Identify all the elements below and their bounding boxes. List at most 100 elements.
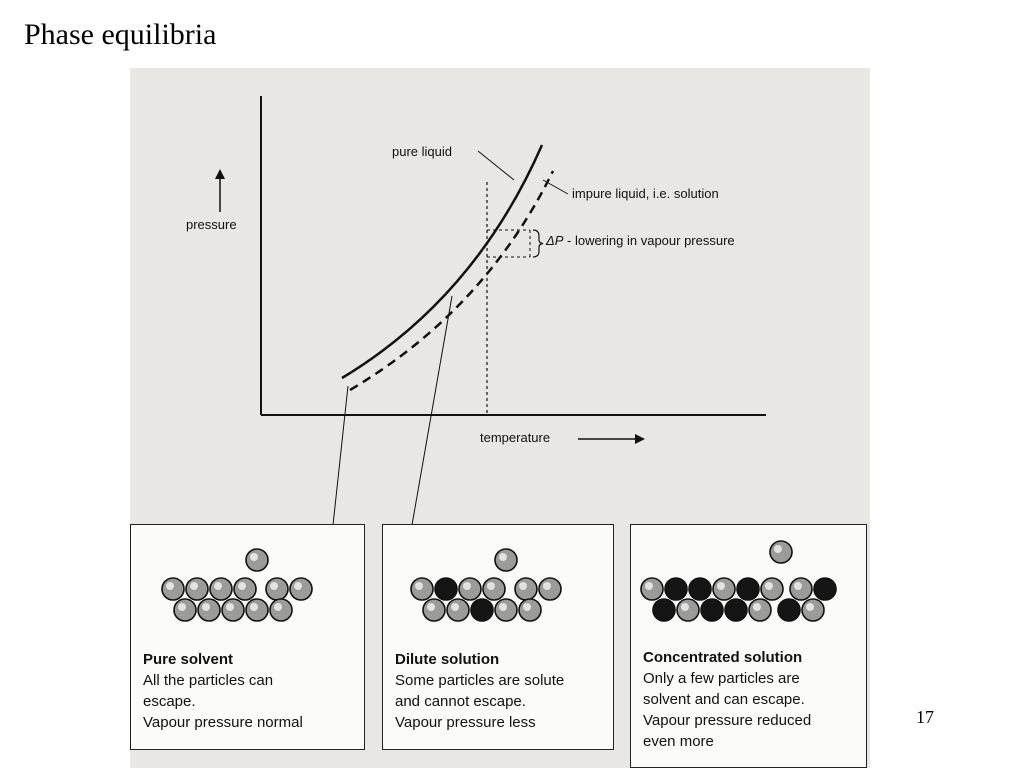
solvent-particle [221,598,245,622]
x-axis-label: temperature [480,430,551,445]
solute-particle [813,577,837,601]
particle-highlight [753,603,761,611]
solvent-particle [173,598,197,622]
solute-particle [700,598,724,622]
pressure-arrowhead [215,169,225,179]
solute-particle [664,577,688,601]
particle-highlight [806,603,814,611]
solvent-particle [289,577,313,601]
solvent-particle [197,598,221,622]
pure-liquid-curve [341,144,544,380]
solvent-particle [494,598,518,622]
graph-art [215,96,766,526]
particle-highlight [427,603,435,611]
solute-particle [470,598,494,622]
solvent-particle [458,577,482,601]
particle-highlight [499,553,507,561]
y-axis-label: pressure [186,217,237,232]
solute-particle [777,598,801,622]
panel-dilute-solution: Dilute solution Some particles are solut… [382,524,614,750]
particle-highlight [463,582,471,590]
dilute-solution-line-1: Some particles are solute [395,672,565,689]
particle-highlight [487,582,495,590]
vapour-pressure-figure: pressure temperature pure liquid impure … [130,68,870,768]
solvent-particle [760,577,784,601]
solvent-particle [245,548,269,572]
dilute-solution-heading: Dilute solution [395,651,500,668]
particle-highlight [202,603,210,611]
solvent-particle [514,577,538,601]
concentrated-solution-line-3: Vapour pressure reduced [643,712,812,729]
particle-highlight [250,553,258,561]
dilute-solution-line-3: Vapour pressure less [395,714,536,731]
concentrated-solution-heading: Concentrated solution [643,649,803,666]
particle-highlight [166,582,174,590]
dilute-solution-text: Dilute solution Some particles are solut… [395,649,564,733]
pure-solvent-line-2: escape. [143,693,196,710]
solute-particle [652,598,676,622]
concentrated-solution-line-4: even more [643,733,714,750]
particle-highlight [190,582,198,590]
panel-pure-solvent: Pure solvent All the particles can escap… [130,524,365,750]
solvent-particle [482,577,506,601]
particle-highlight [415,582,423,590]
particle-highlight [270,582,278,590]
solvent-particle [245,598,269,622]
particle-highlight [226,603,234,611]
particle-highlight [681,603,689,611]
concentrated-solution-line-2: solvent and can escape. [643,691,805,708]
concentrated-solution-particles [640,540,837,622]
particle-highlight [499,603,507,611]
delta-p-text: - lowering in vapour pressure [563,233,735,248]
impure-liquid-curve [349,170,555,392]
particle-highlight [543,582,551,590]
particle-highlight [451,603,459,611]
solute-particle [434,577,458,601]
particle-highlight [523,603,531,611]
pure-solvent-particles [161,548,313,622]
solvent-particle [789,577,813,601]
particle-highlight [250,603,258,611]
particle-highlight [765,582,773,590]
particle-highlight [794,582,802,590]
delta-p-brace [532,229,544,258]
particle-highlight [519,582,527,590]
solvent-particle [748,598,772,622]
pure-liquid-label: pure liquid [392,144,452,159]
solvent-particle [446,598,470,622]
particle-highlight [645,582,653,590]
temperature-arrowhead [635,434,645,444]
solute-particle [724,598,748,622]
slide-title: Phase equilibria [24,18,217,51]
dilute-solution-particles [410,548,562,622]
concentrated-solution-text: Concentrated solution Only a few particl… [643,647,811,752]
slide-number: 17 [916,707,934,727]
concentrated-solution-line-1: Only a few particles are [643,670,800,687]
particle-highlight [238,582,246,590]
solute-particle [736,577,760,601]
pure-solvent-heading: Pure solvent [143,651,234,668]
solvent-particle [422,598,446,622]
impure-liquid-leader [542,179,569,195]
solvent-particle [233,577,257,601]
solvent-particle [410,577,434,601]
solvent-particle [209,577,233,601]
pure-liquid-leader [477,150,515,181]
connector-to-pure-solvent [332,385,349,526]
solvent-particle [494,548,518,572]
panel-concentrated-solution: Concentrated solution Only a few particl… [630,524,867,768]
solvent-particle [676,598,700,622]
solvent-particle [185,577,209,601]
solvent-particle [769,540,793,564]
solvent-particle [538,577,562,601]
delta-p-symbol: ΔP [546,233,564,248]
particle-highlight [774,545,782,553]
solvent-particle [801,598,825,622]
solvent-particle [640,577,664,601]
solvent-particle [161,577,185,601]
delta-p-label: ΔP - lowering in vapour pressure [546,233,735,248]
particle-highlight [274,603,282,611]
particle-highlight [178,603,186,611]
particle-highlight [294,582,302,590]
solvent-particle [265,577,289,601]
